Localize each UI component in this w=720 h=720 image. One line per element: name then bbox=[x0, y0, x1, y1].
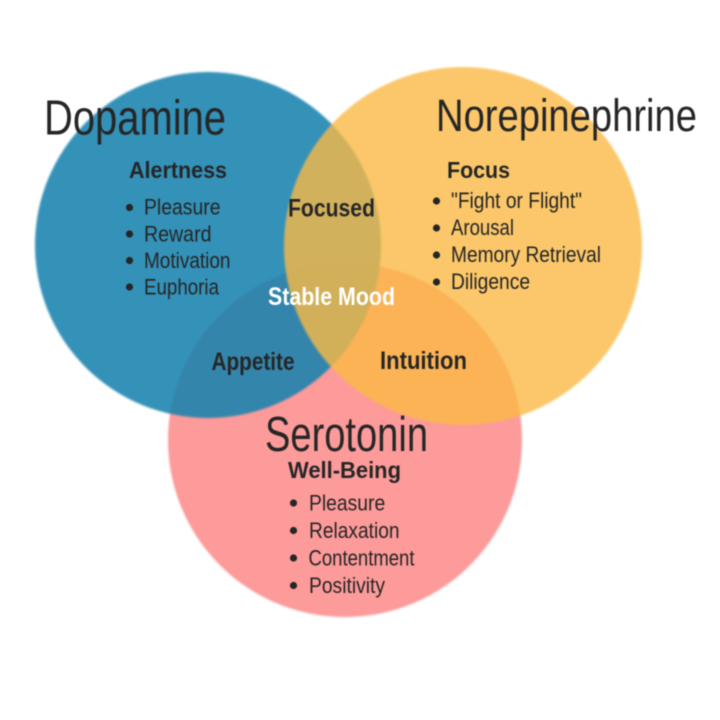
svg-text:Focus: Focus bbox=[447, 157, 510, 183]
svg-text:Stable Mood: Stable Mood bbox=[268, 283, 395, 311]
svg-text:Pleasure: Pleasure bbox=[309, 491, 385, 516]
svg-text:Well-Being: Well-Being bbox=[288, 457, 401, 483]
svg-text:Arousal: Arousal bbox=[451, 215, 514, 240]
svg-text:Norepinephrine: Norepinephrine bbox=[436, 90, 697, 141]
svg-text:Relaxation: Relaxation bbox=[309, 518, 400, 543]
svg-text:Positivity: Positivity bbox=[309, 573, 385, 598]
svg-text:Motivation: Motivation bbox=[144, 248, 231, 273]
svg-text:Euphoria: Euphoria bbox=[144, 275, 220, 300]
svg-text:Serotonin: Serotonin bbox=[265, 408, 428, 462]
svg-text:Memory Retrieval: Memory Retrieval bbox=[451, 242, 601, 267]
svg-text:Contentment: Contentment bbox=[309, 546, 415, 571]
svg-text:Appetite: Appetite bbox=[212, 348, 295, 376]
svg-text:Dopamine: Dopamine bbox=[44, 91, 226, 146]
svg-text:Alertness: Alertness bbox=[129, 157, 227, 183]
svg-text:Reward: Reward bbox=[144, 222, 212, 247]
svg-text:Diligence: Diligence bbox=[451, 269, 530, 294]
svg-text:"Fight or Flight": "Fight or Flight" bbox=[451, 188, 582, 213]
svg-text:Intuition: Intuition bbox=[380, 347, 467, 375]
svg-text:Focused: Focused bbox=[288, 195, 375, 223]
svg-text:Pleasure: Pleasure bbox=[144, 195, 221, 220]
